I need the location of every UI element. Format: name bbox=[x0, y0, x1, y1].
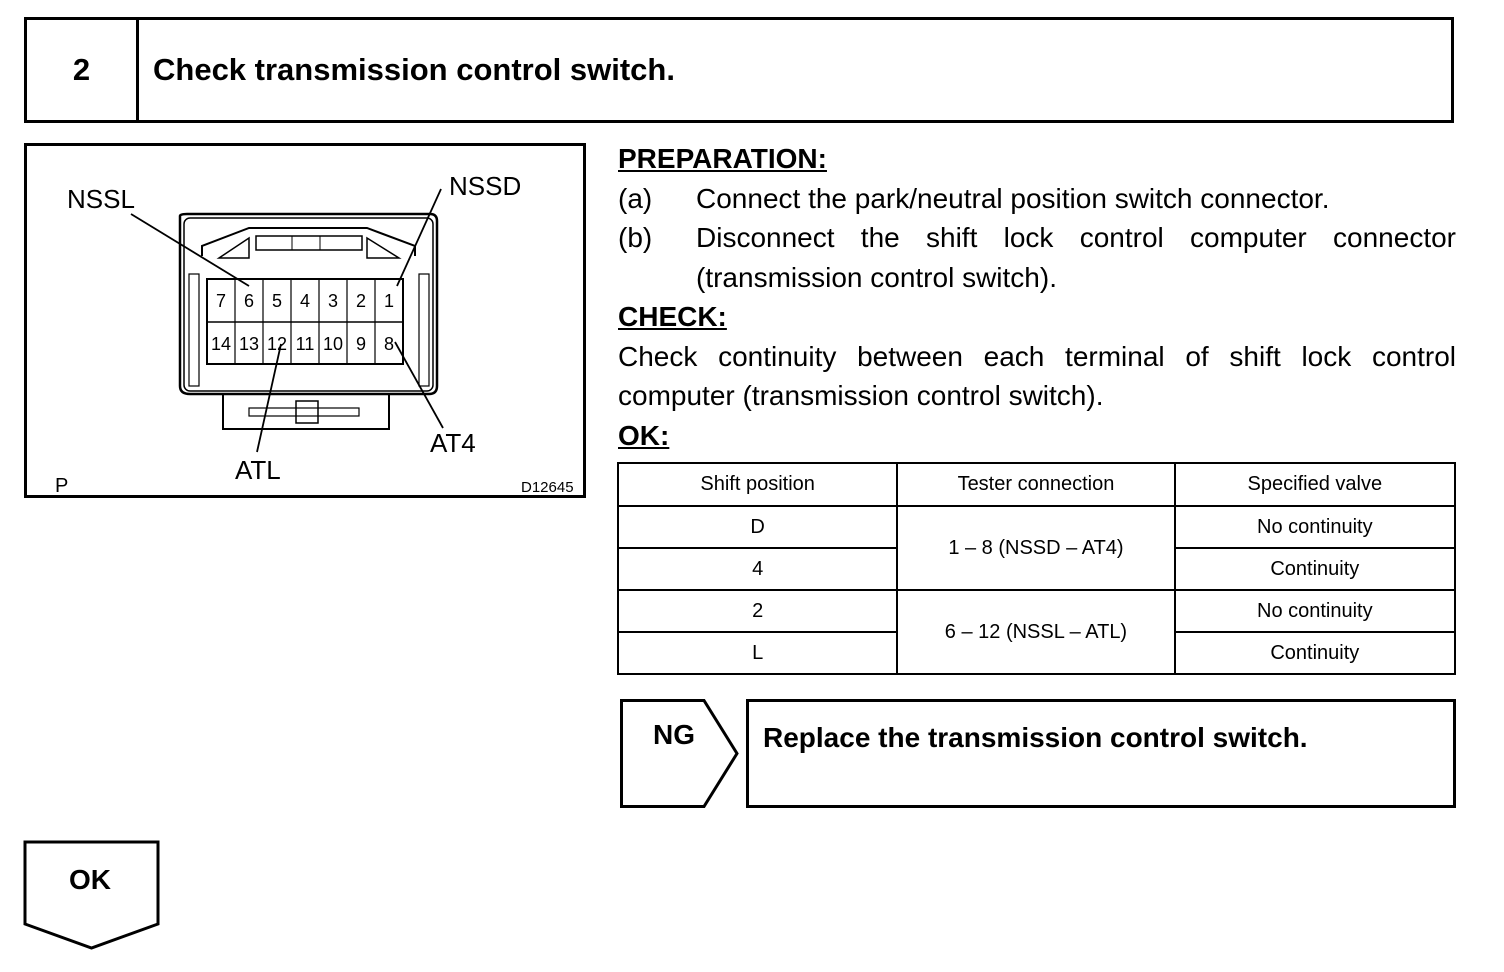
ng-label: NG bbox=[653, 719, 695, 750]
step-header: 2 Check transmission control switch. bbox=[24, 17, 1454, 123]
step-text: Connect the park/neutral position switch… bbox=[696, 182, 1330, 214]
terminal-6: 6 bbox=[244, 291, 254, 311]
shift-position-cell: D bbox=[616, 505, 899, 549]
atl-label: ATL bbox=[235, 455, 281, 485]
terminal-4: 4 bbox=[300, 291, 310, 311]
down-arrow-shape bbox=[23, 840, 160, 950]
connector-inner-wall bbox=[183, 217, 434, 392]
at4-leader bbox=[394, 341, 444, 429]
atl-leader bbox=[256, 343, 282, 453]
ok-label: OK bbox=[69, 864, 111, 895]
table-row: D 1 – 8 (NSSD – AT4) No continuity bbox=[616, 505, 1457, 591]
nssd-label: NSSD bbox=[449, 171, 521, 201]
terminal-9: 9 bbox=[356, 334, 366, 354]
connector-diagram: 7 6 5 4 3 2 1 14 13 12 11 10 9 8 NSSL bbox=[55, 171, 574, 495]
specified-value-cell: Continuity bbox=[1173, 547, 1457, 591]
terminal-2: 2 bbox=[356, 291, 366, 311]
terminal-8: 8 bbox=[384, 334, 394, 354]
terminal-14: 14 bbox=[211, 334, 231, 354]
latch-slot bbox=[255, 235, 363, 251]
ng-action-text: Replace the transmission control switch. bbox=[763, 722, 1308, 753]
terminal-13: 13 bbox=[239, 334, 259, 354]
terminal-5: 5 bbox=[272, 291, 282, 311]
column-header: Shift position bbox=[616, 462, 899, 507]
column-header: Tester connection bbox=[896, 462, 1176, 507]
ok-heading: OK: bbox=[618, 419, 670, 451]
ok-result-arrow: OK bbox=[22, 840, 162, 952]
tester-connection-cell: 1 – 8 (NSSD – AT4) bbox=[896, 505, 1176, 591]
step-title: Check transmission control switch. bbox=[153, 52, 675, 87]
connector-latch bbox=[201, 227, 416, 256]
nssl-leader bbox=[130, 213, 250, 287]
specified-value-cell: No continuity bbox=[1173, 505, 1457, 549]
connector-figure: 7 6 5 4 3 2 1 14 13 12 11 10 9 8 NSSL bbox=[24, 143, 586, 498]
connector-body bbox=[178, 212, 439, 396]
table-row: 2 6 – 12 (NSSL – ATL) No continuity bbox=[616, 589, 1457, 675]
table-header-row: Shift position Tester connection Specifi… bbox=[616, 462, 1457, 507]
nssl-label: NSSL bbox=[67, 184, 135, 214]
check-heading: CHECK: bbox=[618, 301, 727, 332]
step-label: (b) bbox=[618, 222, 653, 253]
right-arrow-shape bbox=[620, 699, 739, 808]
step-text: Disconnect the shift lock control comput… bbox=[696, 222, 1456, 293]
terminal-10: 10 bbox=[323, 334, 343, 354]
lock-tab bbox=[222, 394, 390, 430]
table-row: 4 Continuity bbox=[616, 547, 1457, 591]
terminal-1: 1 bbox=[384, 291, 394, 311]
table-row: L Continuity bbox=[616, 631, 1457, 675]
tester-connection-cell: 6 – 12 (NSSL – ATL) bbox=[896, 589, 1176, 675]
preparation-step: (a) Connect the park/neutral position sw… bbox=[618, 179, 1456, 219]
terminal-11: 11 bbox=[296, 334, 315, 354]
shift-position-cell: L bbox=[616, 631, 899, 675]
step-label: (a) bbox=[618, 182, 653, 214]
at4-label: AT4 bbox=[430, 428, 476, 458]
terminal-12: 12 bbox=[267, 334, 287, 354]
shift-position-cell: 4 bbox=[616, 547, 899, 591]
terminal-7: 7 bbox=[216, 291, 226, 311]
column-header: Specified valve bbox=[1173, 462, 1457, 507]
preparation-heading: PREPARATION: bbox=[618, 143, 827, 174]
shift-position-cell: 2 bbox=[616, 589, 899, 633]
specified-value-cell: No continuity bbox=[1173, 589, 1457, 633]
specified-value-cell: Continuity bbox=[1173, 631, 1457, 675]
terminal-3: 3 bbox=[328, 291, 338, 311]
ng-action-box: Replace the transmission control switch. bbox=[746, 699, 1456, 808]
procedure-text: PREPARATION: (a) Connect the park/neutra… bbox=[618, 139, 1456, 455]
check-text: Check continuity between each terminal o… bbox=[618, 340, 1456, 412]
continuity-table: Shift position Tester connection Specifi… bbox=[616, 462, 1457, 675]
step-number: 2 bbox=[27, 20, 139, 120]
nssd-leader bbox=[396, 188, 442, 287]
figure-corner-label: P bbox=[55, 475, 68, 495]
ng-result-arrow: NG bbox=[620, 699, 740, 808]
figure-code: D12645 bbox=[521, 479, 574, 495]
preparation-step: (b) Disconnect the shift lock control co… bbox=[618, 218, 1456, 297]
